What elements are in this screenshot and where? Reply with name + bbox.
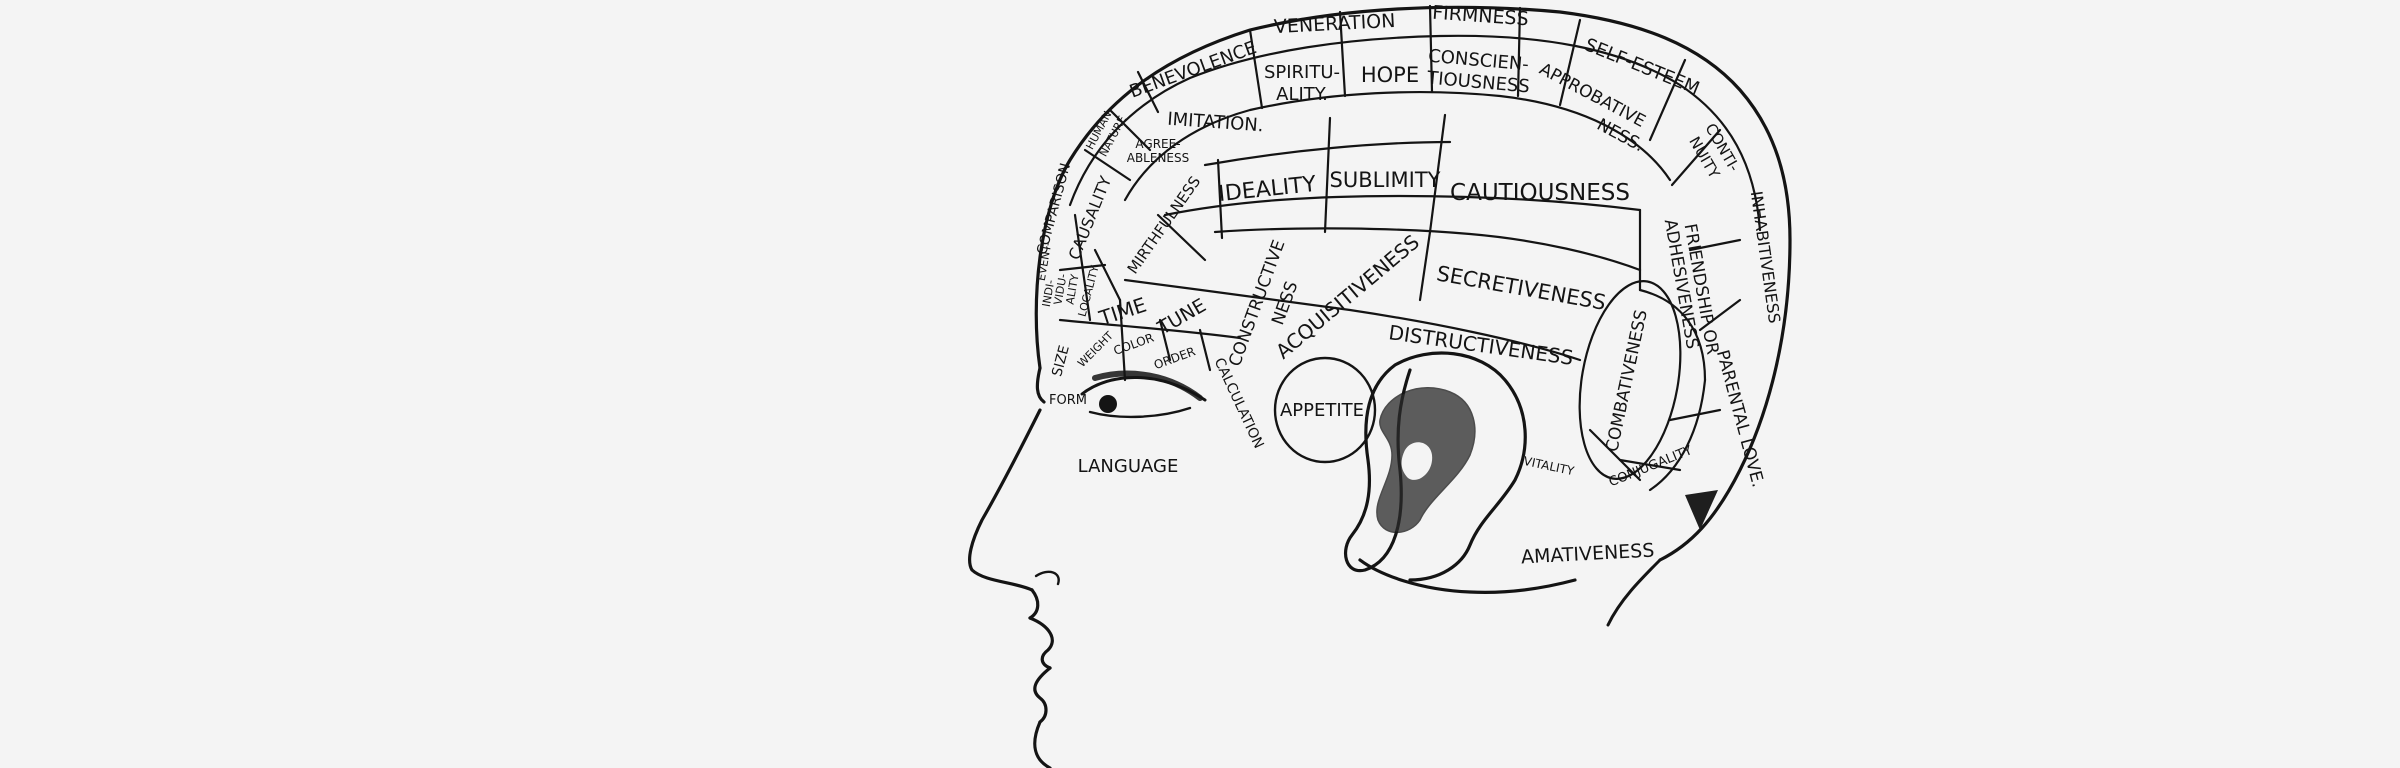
label-comparison: COMPARISON: [1034, 161, 1074, 256]
label-cautiousness: CAUTIOUSNESS: [1450, 180, 1630, 206]
label-mirthfulness: MIRTHFULNESS: [1124, 173, 1205, 277]
label-color: COLOR: [1112, 331, 1156, 358]
eye: [1080, 370, 1207, 419]
combativeness-region: [1578, 280, 1682, 480]
label-individuality-2: VIDU-: [1051, 273, 1069, 306]
label-agreeableness-1: AGREE-: [1135, 137, 1180, 151]
label-calculation: CALCULATION: [1211, 356, 1267, 452]
label-amativeness: AMATIVENESS: [1520, 540, 1654, 569]
label-combativeness: COMBATIVENESS: [1602, 308, 1652, 454]
appetite-region: [1273, 356, 1377, 464]
label-agreeableness-2: ABLENESS: [1127, 151, 1190, 165]
label-causality: CAUSALITY: [1065, 173, 1116, 262]
label-form: FORM: [1049, 393, 1087, 408]
region-dividers: [1058, 4, 1762, 492]
neck-shading: [1685, 490, 1718, 530]
label-veneration: VENERATION: [1273, 10, 1396, 38]
ear: [1343, 351, 1527, 582]
label-spirituality-2: ALITY.: [1276, 84, 1328, 105]
label-firmness: FIRMNESS: [1432, 2, 1530, 31]
label-inhabitiveness: INHABITIVENESS: [1747, 190, 1784, 325]
label-appetite: APPETITE: [1280, 400, 1364, 421]
head-outline: [968, 5, 1792, 768]
label-vitality: VITALITY: [1522, 454, 1576, 478]
label-individuality-1: INDI-: [1040, 279, 1058, 308]
label-sublimity: SUBLIMITY: [1330, 168, 1441, 192]
label-size: SIZE: [1049, 344, 1073, 379]
label-imitation: IMITATION.: [1167, 109, 1265, 137]
label-language: LANGUAGE: [1078, 456, 1179, 477]
label-ideality: IDEALITY: [1217, 172, 1318, 207]
label-individuality-3: ALITY: [1064, 273, 1082, 305]
label-spirituality-1: SPIRITU-: [1264, 62, 1340, 83]
label-order: ORDER: [1152, 344, 1197, 372]
label-hope: HOPE: [1361, 63, 1419, 87]
label-weight: WEIGHT: [1075, 329, 1116, 370]
label-benevolence: BENEVOLENCE: [1127, 37, 1260, 102]
label-secretiveness: SECRETIVENESS: [1435, 261, 1608, 314]
